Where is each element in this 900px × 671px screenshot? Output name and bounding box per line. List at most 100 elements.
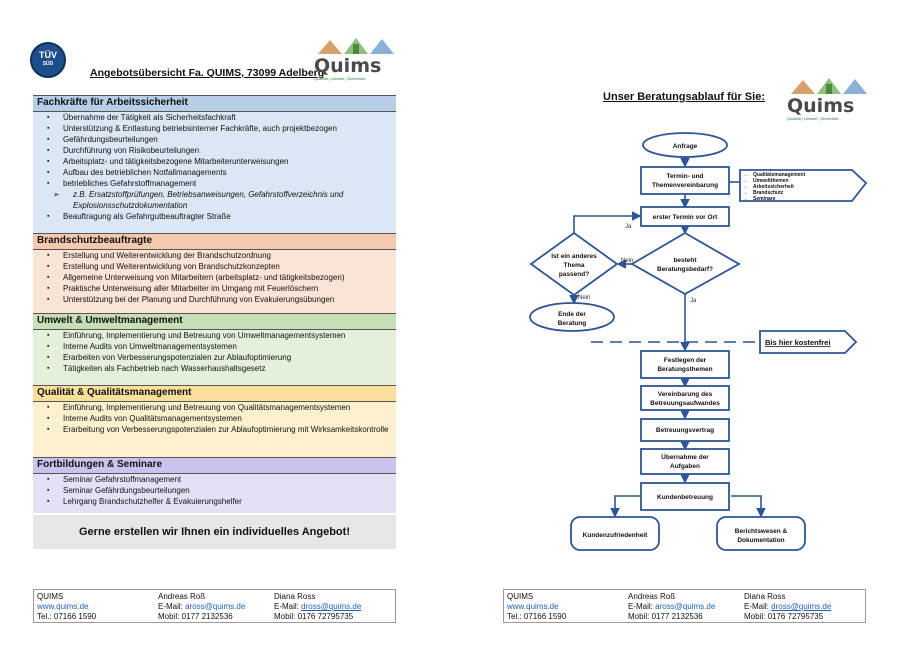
node-text: Beratung (558, 320, 587, 327)
arrow-glyph: → (743, 184, 748, 190)
node-text: erster Termin vor Ort (653, 214, 718, 221)
arrow-glyph: → (743, 190, 748, 196)
sub-list-item: z.B. Ersatzstoffprüfungen, Betriebsanwei… (47, 189, 396, 211)
arrow-glyph: → (743, 178, 748, 184)
node-text: besteht (673, 257, 697, 264)
node-text: Thema (564, 262, 585, 269)
footer-contact1-email[interactable]: aross@quims.de (655, 602, 716, 611)
footer-contact2-name: Diana Ross (274, 592, 316, 601)
termin-node (640, 166, 730, 195)
footer-contact2-name: Diana Ross (744, 592, 786, 601)
list-item: Einführung, Implementierung und Betreuun… (47, 402, 396, 413)
uebernahme-node (640, 448, 730, 475)
node-text: Beratungsthemen (657, 366, 712, 373)
arrow-glyph: → (743, 196, 748, 202)
vereinbarung-node (640, 385, 730, 411)
list-item: Erstellung und Weiterentwicklung der Bra… (47, 250, 396, 261)
list-item: Erarbeiten von Verbesserungspotenzialen … (47, 352, 396, 363)
flow-arrow (573, 211, 642, 233)
node-text: Anfrage (673, 143, 698, 150)
end-node (529, 302, 615, 332)
vertrag-node (640, 418, 730, 442)
footer-contact1-email[interactable]: aross@quims.de (185, 602, 246, 611)
list-item: Durchführung von Risikobeurteilungen (47, 145, 396, 156)
quims-logo-right: Quims Qualität | Umwelt | Sicherheit (787, 76, 873, 122)
tuv-logo-subtext: SÜD (42, 61, 54, 67)
logo-word: Quims (787, 95, 855, 117)
page-title: Angebotsübersicht Fa. QUIMS, 73099 Adelb… (90, 67, 325, 79)
edge-label: Nein (578, 295, 590, 301)
edge-label: Ja (690, 298, 697, 304)
footer-contact1-name: Andreas Roß (158, 592, 206, 601)
flow-arrow (731, 495, 766, 518)
node-text: Kundenzufriedenheit (583, 532, 648, 539)
node-text: Beratungsbedarf? (657, 266, 713, 273)
list-item: Beauftragung als Gefahrgutbeauftragter S… (47, 211, 396, 222)
footer-website-link[interactable]: www.quims.de (507, 602, 559, 611)
decision-need-node (630, 231, 741, 296)
footer-contact1-name: Andreas Roß (628, 592, 676, 601)
node-text: Ist ein anderes (551, 253, 597, 260)
houses-icon (791, 78, 867, 94)
list-item: Unterstützung bei der Planung und Durchf… (47, 294, 396, 305)
footer-company: QUIMS (507, 592, 534, 601)
list-item: Aufbau des betrieblichen Notfallmanageme… (47, 167, 396, 178)
node-text: Themenvereinbarung (652, 182, 718, 189)
arrow-glyph: → (743, 172, 748, 178)
footer-website-link[interactable]: www.quims.de (37, 602, 89, 611)
topic-item: Qualitätsmanagement (753, 172, 806, 178)
section-umwelt: Umwelt & Umweltmanagement Einführung, Im… (33, 313, 396, 385)
houses-icon (318, 38, 394, 54)
footer-phone: Tel.: 07166 1590 (507, 612, 567, 621)
node-text: Kundenbetreuung (657, 494, 713, 501)
list-item: Lehrgang Brandschutzhelfer & Evakuierung… (47, 496, 396, 507)
footer-left: QUIMS www.quims.de Tel.: 07166 1590 Andr… (33, 589, 396, 623)
list-item: Gefährdungsbeurteilungen (47, 134, 396, 145)
node-text: Übernahme der (661, 452, 709, 461)
footer-company: QUIMS (37, 592, 64, 601)
email-label: E-Mail: (158, 602, 183, 611)
footer-contact2-mobile: Mobil: 0176 72795735 (744, 612, 824, 621)
topic-item: Arbeitssicherheit (753, 184, 794, 190)
list-item: Erstellung und Weiterentwicklung von Bra… (47, 261, 396, 272)
bericht-node (716, 516, 806, 551)
flow-title: Unser Beratungsablauf für Sie: (603, 91, 765, 103)
list-item: Seminar Gefahrstoffmanagement (47, 474, 396, 485)
quims-logo: Quims Qualität | Umwelt | Sicherheit (314, 36, 400, 82)
edge-label: Ja (625, 224, 632, 230)
section-arbeitssicherheit: Fachkräfte für Arbeitssicherheit Übernah… (33, 95, 396, 233)
node-text: Berichtswesen & (735, 528, 788, 535)
logo-tagline: Qualität | Umwelt | Sicherheit (314, 76, 366, 81)
footer-contact2-email[interactable]: dross@quims.de (301, 602, 362, 611)
flow-arrow (610, 495, 640, 518)
list-item: Tätigkeiten als Fachbetrieb nach Wasserh… (47, 363, 396, 374)
list-item: Interne Audits von Qualitätsmanagementsy… (47, 413, 396, 424)
node-text: Betreuungsvertrag (656, 427, 714, 434)
list-item: Seminar Gefährdungsbeurteilungen (47, 485, 396, 496)
topic-item: Seminare (753, 196, 776, 202)
section-seminare: Fortbildungen & Seminare Seminar Gefahrs… (33, 457, 396, 513)
footer-phone: Tel.: 07166 1590 (37, 612, 97, 621)
list-item: Unterstützung & Entlastung betriebsinter… (47, 123, 396, 134)
decision-other-topic-node (529, 231, 619, 297)
section-qualitaet: Qualität & Qualitätsmanagement Einführun… (33, 385, 396, 457)
tuv-logo: TÜV SÜD (30, 42, 66, 78)
call-to-action: Gerne erstellen wir Ihnen ein individuel… (33, 515, 396, 549)
footer-contact2-email[interactable]: dross@quims.de (771, 602, 832, 611)
node-text: Festlegen der (664, 357, 707, 364)
list-item: Interne Audits von Umweltmanagementsyste… (47, 341, 396, 352)
tuv-logo-text: TÜV (39, 50, 57, 60)
footer-contact1-mobile: Mobil: 0177 2132536 (628, 612, 703, 621)
node-text: Ende der (558, 311, 586, 318)
festlegen-node (640, 350, 730, 379)
kundenzufriedenheit-node (570, 516, 660, 551)
cost-free-label: Bis hier kostenfrei (765, 338, 830, 347)
email-label: E-Mail: (274, 602, 299, 611)
topic-item: Brandschutz (753, 190, 784, 196)
list-item: Arbeitsplatz- und tätigkeitsbezogene Mit… (47, 156, 396, 167)
footer-contact1-mobile: Mobil: 0177 2132536 (158, 612, 233, 621)
logo-tagline: Qualität | Umwelt | Sicherheit (787, 116, 839, 121)
node-text: Betreuungsaufwandes (650, 400, 720, 407)
list-item: betriebliches Gefahrstoffmanagement (47, 178, 396, 189)
